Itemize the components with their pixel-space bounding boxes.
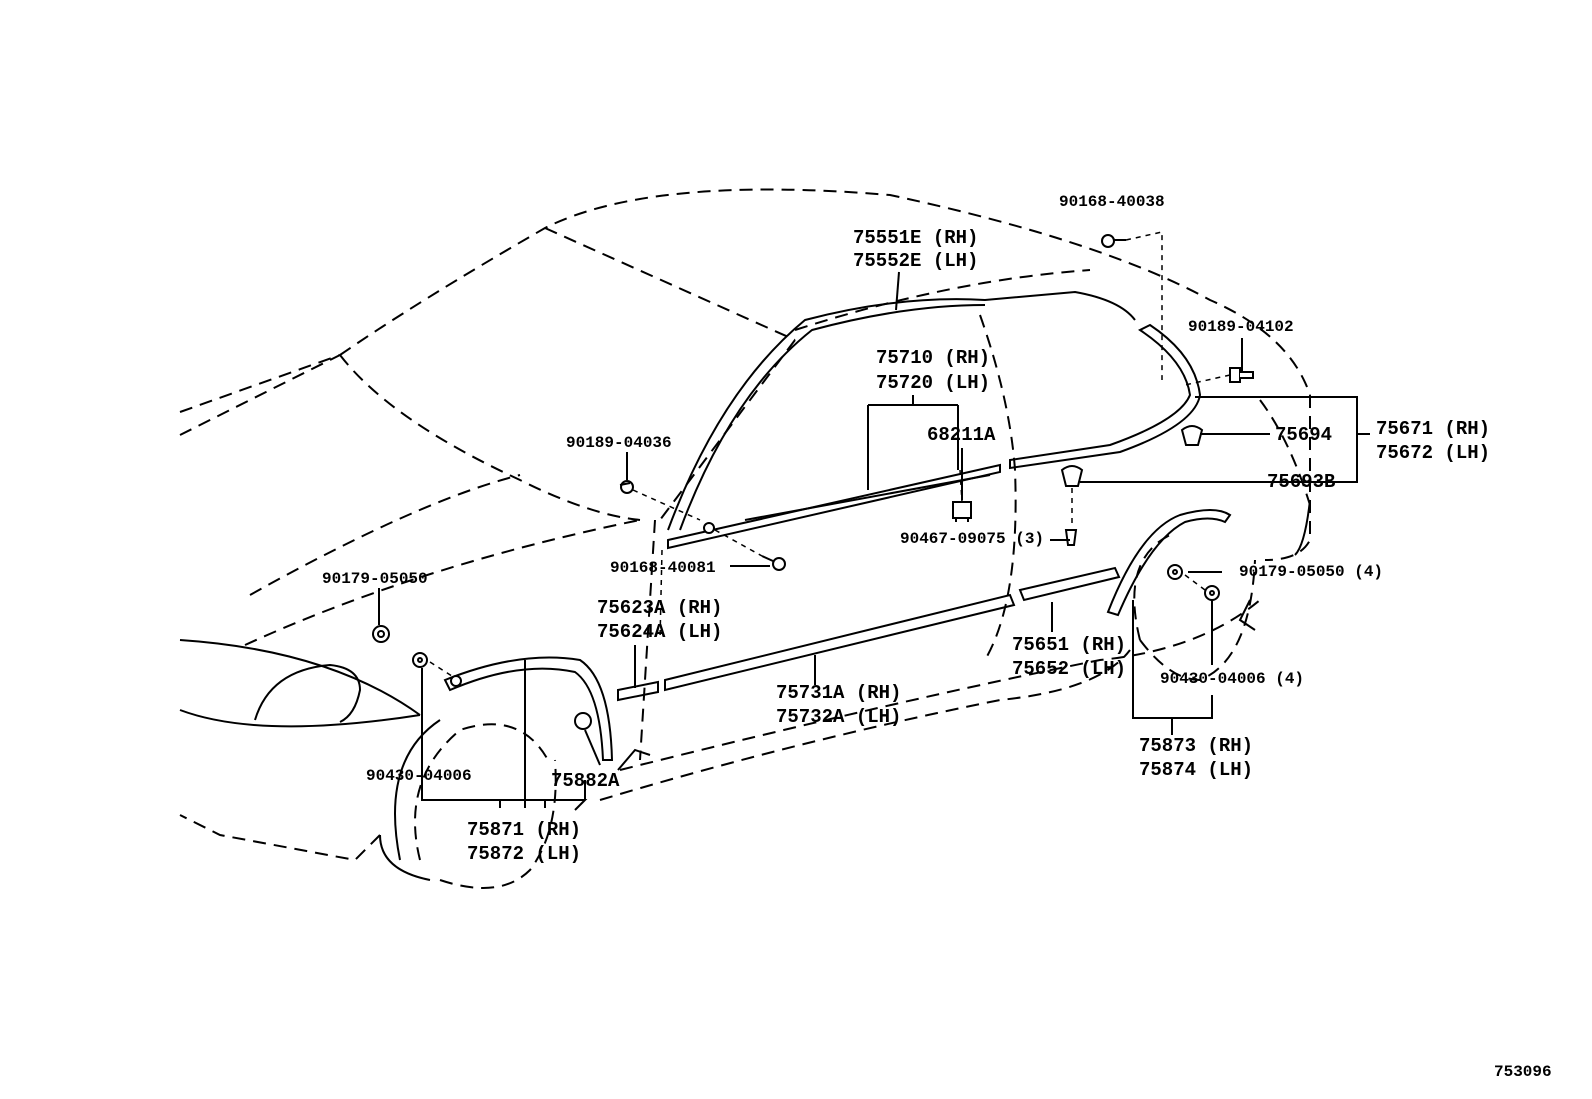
clip-75882a-icon (574, 712, 592, 730)
clip-90168-40081-icon (761, 555, 786, 571)
install-paths (429, 231, 1231, 679)
label-75874: 75874 (LH) (1139, 759, 1253, 781)
label-75623a: 75623A (RH) (597, 597, 722, 619)
label-90430-04006-front: 90430-04006 (366, 767, 472, 785)
clip-90467-icon (1064, 529, 1078, 546)
clip-rear-arch-icon (1167, 564, 1183, 580)
label-90179-05050-front: 90179-05050 (322, 570, 428, 588)
label-75651: 75651 (RH) (1012, 634, 1126, 656)
clip-75693b-icon (1060, 465, 1084, 487)
label-75671: 75671 (RH) (1376, 418, 1490, 440)
clip-68211a-icon (952, 501, 972, 522)
label-75672: 75672 (LH) (1376, 442, 1490, 464)
label-90168-40081: 90168-40081 (610, 559, 716, 577)
clip-arch-front-small-icon (450, 675, 462, 687)
screw-90189-04036-icon (619, 480, 634, 494)
label-75694: 75694 (1275, 424, 1332, 446)
label-90467-09075: 90467-09075 (3) (900, 530, 1044, 548)
car-solid-lines (179, 499, 1311, 881)
leader-lines (378, 271, 1370, 811)
label-75882a: 75882A (551, 770, 620, 792)
label-75693b: 75693B (1267, 471, 1335, 493)
nut-front-icon (412, 652, 428, 668)
label-90430-04006-rear: 90430-04006 (4) (1160, 670, 1304, 688)
label-75552e: 75552E (LH) (853, 250, 978, 272)
label-75652: 75652 (LH) (1012, 658, 1126, 680)
clip-belt-icon (703, 522, 715, 534)
part-labels: 90168-40038 75551E (RH) 75552E (LH) 9018… (322, 193, 1552, 1081)
label-90189-04102: 90189-04102 (1188, 318, 1294, 336)
label-75871: 75871 (RH) (467, 819, 581, 841)
nut-rear-icon (1204, 585, 1220, 601)
label-75873: 75873 (RH) (1139, 735, 1253, 757)
label-75732a: 75732A (LH) (776, 706, 901, 728)
label-75551e: 75551E (RH) (853, 227, 978, 249)
label-90189-04036: 90189-04036 (566, 434, 672, 452)
label-75731a: 75731A (RH) (776, 682, 901, 704)
clip-90168-40038-icon (1101, 234, 1126, 248)
label-75720: 75720 (LH) (876, 372, 990, 394)
label-75624a: 75624A (LH) (597, 621, 722, 643)
diagram-id: 753096 (1494, 1063, 1552, 1081)
moulding-parts (443, 290, 1232, 771)
label-75710: 75710 (RH) (876, 347, 990, 369)
clip-75694-icon (1180, 425, 1204, 446)
label-68211a: 68211A (927, 424, 996, 446)
car-outline (179, 188, 1311, 889)
clip-front-arch-icon (372, 625, 390, 643)
label-90168-40038: 90168-40038 (1059, 193, 1165, 211)
label-90179-05050-rear: 90179-05050 (4) (1239, 563, 1383, 581)
fastener-icons (372, 234, 1254, 730)
label-75872: 75872 (LH) (467, 843, 581, 865)
